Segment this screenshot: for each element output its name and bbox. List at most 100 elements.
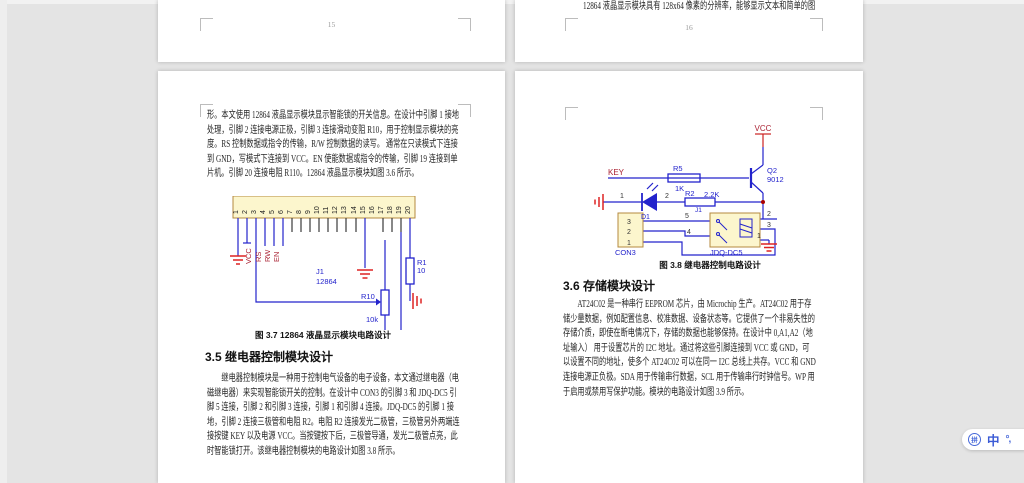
pin-number: 17 (378, 206, 385, 214)
text-line[interactable]: 存储介质，即使在断电情况下，存储的数据也能够保持。在设计中 0,A1,A2（地 (563, 328, 813, 340)
paragraph-relay[interactable]: 继电器控制模块是一种用于控制电气设备的电子设备，本文通过继电器（电 磁继电器）来… (207, 372, 466, 460)
r2-label: R2 (685, 189, 695, 198)
margin-mark (200, 18, 213, 31)
figure-caption[interactable]: 图 3.7 12864 液晶显示模块电路设计 (254, 330, 392, 340)
key-label: KEY (608, 168, 625, 177)
overflow-text[interactable]: 12864 液晶显示模块具有 128x64 像素的分辨率，能够显示文本和简单的图 (583, 0, 828, 15)
text-line[interactable]: 度。RS 控制数据或指令的传输，R/W 控制数据的读写。 通常在只读模式下连接 (207, 139, 458, 151)
text-line[interactable]: 储少量数据，例如配置信息、校准数据、设备状态等。它提供了一个非易失性的 (563, 313, 815, 325)
q2-label: Q2 (767, 166, 777, 175)
text-line[interactable]: 处理，引脚 2 连接电源正极，引脚 3 连接滑动变阻 R10，用于控制显示模块的… (207, 124, 459, 136)
margin-mark (810, 107, 823, 120)
r5-label: R5 (673, 164, 683, 173)
r10-value-label: 10k (366, 315, 378, 324)
q2-part-label: 9012 (767, 175, 784, 184)
con3-pin: 2 (627, 229, 631, 236)
margin-mark (458, 18, 471, 31)
pin-number: 14 (351, 206, 358, 214)
text-line[interactable]: 片机。引脚 20 连接电阻 R110。12864 液晶显示模块如图 3.6 所示… (207, 168, 419, 180)
relay-pin: 4 (687, 229, 691, 236)
margin-mark (458, 104, 471, 117)
margin-mark (565, 107, 578, 120)
relay-circuit-figure[interactable]: VCC (585, 105, 790, 260)
text-line[interactable]: 时智能锁打开。该继电器控制模块的电路设计如图 3.8 所示。 (207, 445, 400, 457)
wires (237, 218, 415, 330)
page-right[interactable]: VCC (515, 71, 863, 483)
pin-number: 16 (369, 206, 376, 214)
pin-number: 13 (341, 206, 348, 214)
pot-wiper-arrow (376, 298, 381, 306)
pin-header-block (232, 196, 416, 219)
text-line[interactable]: 磁继电器）来实现智能锁开关的控制。在设计中 CON3 的引脚 3 和 JDQ-D… (207, 387, 457, 399)
pin-number: 15 (360, 206, 367, 214)
paragraph-eeprom[interactable]: AT24C02 是一种串行 EEPROM 芯片，由 Microchip 生产。A… (563, 298, 822, 400)
net-number: 2 (665, 193, 669, 200)
r10-label: R10 (361, 292, 375, 301)
rw-label: RW (263, 249, 272, 262)
relay-pin: 5 (685, 213, 689, 220)
text-line[interactable]: 址输入） 用于设置芯片的 I2C 地址。通过将这些引脚连接到 VCC 或 GND… (563, 342, 810, 354)
text-line[interactable]: 形。本文使用 12864 液晶显示模块显示智能锁的开关信息。在设计中引脚 1 接… (207, 110, 459, 121)
pin-number: 1 (233, 210, 240, 214)
window-left-edge (0, 0, 7, 483)
text-line[interactable]: 于启用或禁用写保护功能。模块的电路设计如图 3.9 所示。 (563, 386, 749, 398)
ime-language-mode[interactable]: 中 (987, 434, 1000, 448)
page-15-bottom[interactable]: 15 (158, 0, 505, 62)
vcc-label: VCC (755, 124, 772, 133)
rs-label: RS (254, 252, 263, 262)
relay-part-label: JDQ-DC5 (710, 248, 743, 257)
pin-number: 8 (296, 210, 303, 214)
pin-number: 2 (242, 210, 249, 214)
text-line[interactable]: AT24C02 是一种串行 EEPROM 芯片，由 Microchip 生产。A… (577, 299, 812, 310)
r1-value-label: 10 (417, 266, 425, 275)
pin-number: 7 (287, 210, 294, 214)
figure-caption[interactable]: 图 3.8 继电器控制电路设计 (659, 260, 761, 270)
pin-number: 19 (396, 206, 403, 214)
relay-pin: 1 (757, 233, 761, 240)
relay-pin: 3 (767, 222, 771, 229)
paragraph-12864[interactable]: 形。本文使用 12864 液晶显示模块显示智能锁的开关信息。在设计中引脚 1 接… (207, 109, 466, 182)
text-line[interactable]: 地，引脚 2 连接三极管和电阻 R2。电阻 R2 连接发光二极管，三极管另外两端… (207, 416, 460, 428)
en-label: EN (272, 252, 281, 262)
j1-ref-label: J1 (695, 207, 702, 214)
relay-internals (716, 218, 753, 244)
text-line[interactable]: 12864 液晶显示模块具有 128x64 像素的分辨率，能够显示文本和简单的图 (583, 1, 816, 12)
text-line[interactable]: 以设置不同的地址，使多个 AT24C02 可以在同一 I2C 总线上共存。VCC… (563, 357, 816, 369)
section-heading-3-6[interactable]: 3.6 存储模块设计 (563, 279, 656, 293)
page-left[interactable]: 形。本文使用 12864 液晶显示模块显示智能锁的开关信息。在设计中引脚 1 接… (158, 71, 505, 483)
ime-logo-icon[interactable]: 拼 (968, 433, 981, 446)
pin-number: 20 (405, 206, 412, 214)
r1-label: R1 (417, 258, 427, 267)
page-16-bottom[interactable]: 12864 液晶显示模块具有 128x64 像素的分辨率，能够显示文本和简单的图… (515, 0, 863, 62)
punctuation-icon[interactable]: °, (1005, 434, 1012, 445)
ground-symbols (594, 194, 777, 252)
text-line[interactable]: 接按键 KEY 以及电源 VCC。当按键按下后，三极管导通，发光二极管点亮，此 (207, 431, 458, 443)
pin-number: 11 (323, 207, 330, 214)
relay-pin: 2 (767, 211, 771, 218)
j1-ref-label: J1 (316, 267, 324, 276)
lcd-circuit-figure[interactable]: 1 2 3 4 5 6 7 8 9 10 11 12 13 14 15 16 1… (210, 196, 470, 336)
text-line[interactable]: 到 GND，写模式下连接到 VCC。EN 使能数据或指令的传输，引脚 19 连接… (207, 153, 458, 165)
pin-number: 18 (387, 206, 394, 214)
pin-number: 10 (314, 206, 321, 214)
pin-number: 12 (332, 206, 339, 214)
con3-pin: 3 (627, 219, 631, 226)
junction-dot (761, 200, 765, 204)
margin-mark (565, 18, 578, 31)
section-heading-3-5[interactable]: 3.5 继电器控制模块设计 (205, 350, 334, 364)
margin-mark (200, 104, 213, 117)
window-top-edge (0, 0, 1024, 4)
vcc-label: VCC (244, 248, 253, 264)
wires (603, 147, 777, 256)
part-label: 12864 (316, 277, 337, 286)
page-number: 16 (685, 23, 693, 32)
text-line[interactable]: 继电器控制模块是一种用于控制电气设备的电子设备，本文通过继电器（电 (221, 373, 459, 384)
d1-label: D1 (641, 214, 650, 221)
r2-value-label: 2.2K (704, 190, 719, 199)
text-line[interactable]: 脚 5 连接，引脚 2 和引脚 3 连接，引脚 1 和引脚 4 连接。JDQ-D… (207, 402, 455, 414)
text-line[interactable]: 连接电源正负极。SDA 用于传输串行数据，SCL 用于传输串行时钟信号。WP 用 (563, 371, 815, 383)
pin-number: 6 (278, 210, 285, 214)
pin-number: 3 (251, 210, 258, 214)
ime-toolbar[interactable]: 拼 中 °, (962, 429, 1024, 450)
